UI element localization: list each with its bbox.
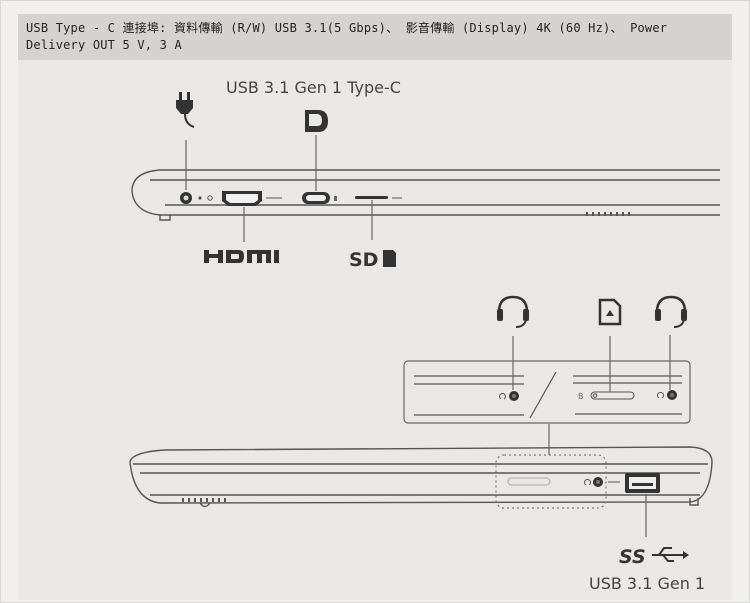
zoom-region [495, 454, 607, 509]
svg-text:SS: SS [619, 546, 646, 568]
caption-line-2: Delivery OUT 5 V, 3 A [26, 38, 182, 52]
headset-icon [497, 295, 529, 328]
svg-text:B: B [578, 392, 584, 401]
sd-text: SD [349, 249, 378, 271]
caption-box: USB Type - C 連接埠: 資料傳輸 (R/W) USB 3.1(5 G… [18, 14, 732, 60]
diagram-photo [18, 60, 732, 600]
hdmi-logo [204, 250, 279, 263]
usb-a-label: USB 3.1 Gen 1 [589, 574, 706, 593]
displayport-icon [305, 110, 328, 132]
callout-box [403, 360, 691, 424]
usb-c-port [302, 192, 337, 204]
hdmi-port [222, 191, 282, 206]
superspeed-usb-icon: SS [619, 546, 689, 568]
headset-icon [655, 295, 687, 328]
usb-c-title: USB 3.1 Gen 1 Type-C [226, 78, 401, 97]
power-plug-icon [176, 92, 195, 128]
caption-line-1: USB Type - C 連接埠: 資料傳輸 (R/W) USB 3.1(5 G… [26, 21, 668, 35]
sd-card-icon [598, 298, 622, 326]
usb-a-port [608, 473, 660, 493]
power-jack [180, 192, 213, 204]
sd-slot [355, 196, 402, 199]
sd-card-icon [383, 250, 396, 267]
